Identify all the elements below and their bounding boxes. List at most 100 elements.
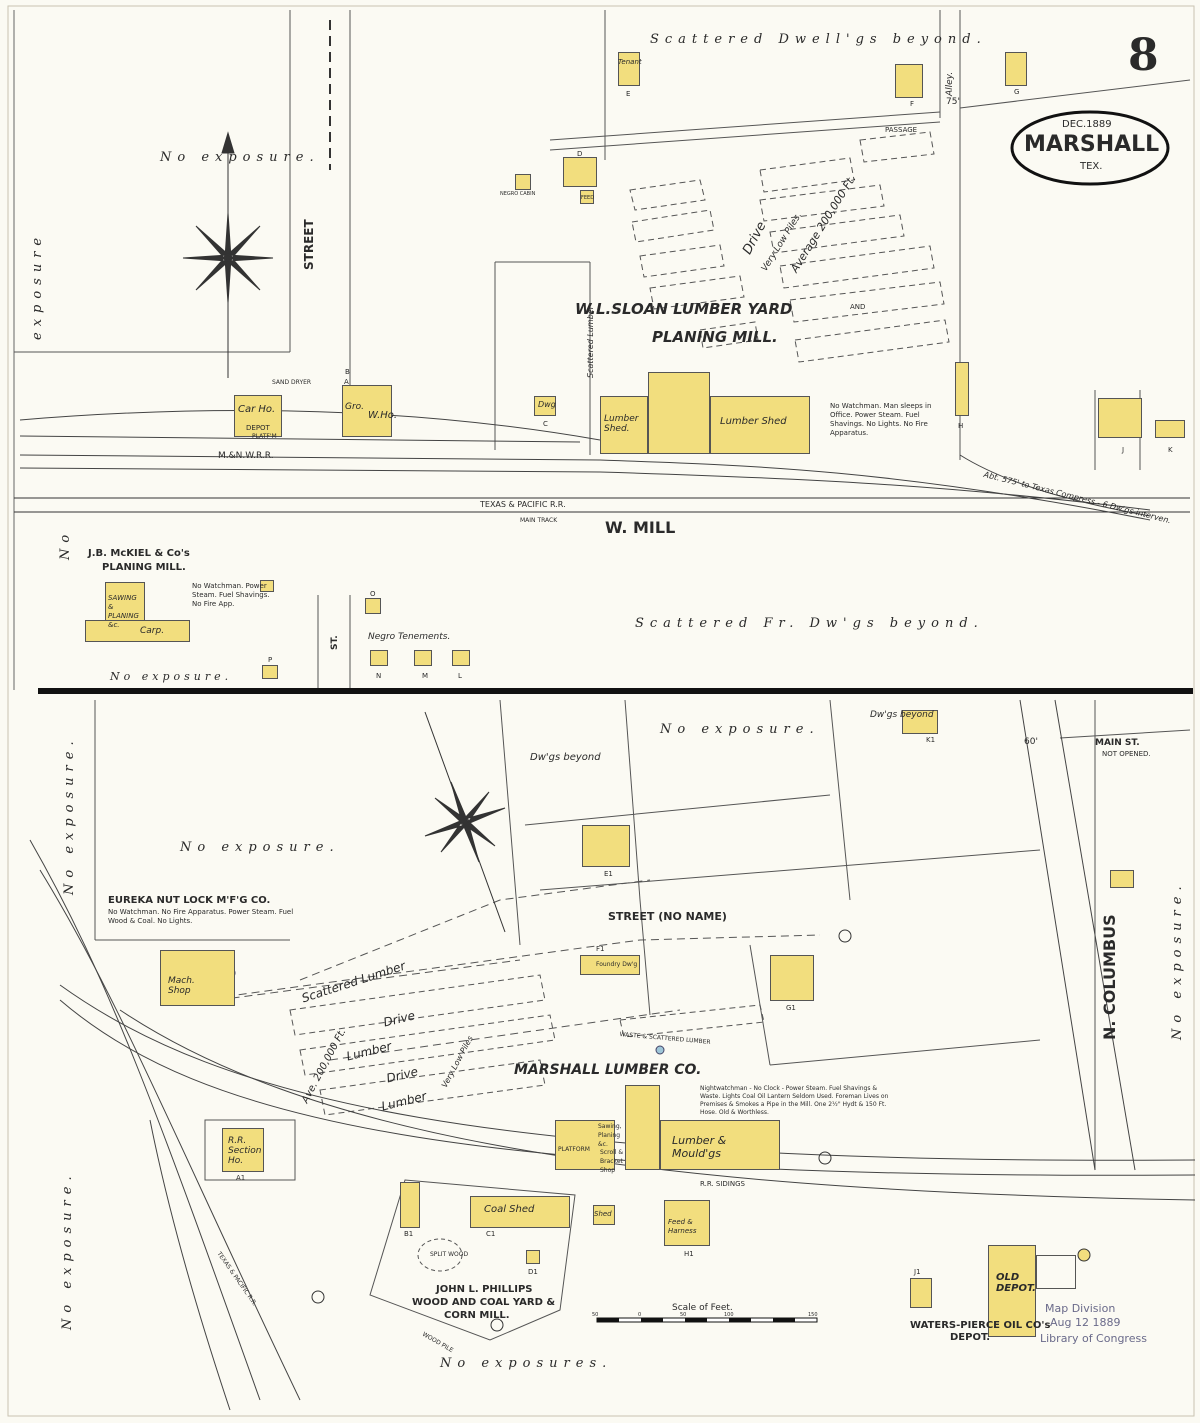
- label-sand-dryer: SAND DRYER: [272, 379, 312, 386]
- stamp-map-division: Map Division: [1045, 1302, 1116, 1315]
- scale-title: Scale of Feet.: [672, 1303, 733, 1313]
- label-sawing: SAWING & PLANING &c.: [108, 594, 139, 629]
- sheet-number: 8: [1128, 30, 1159, 81]
- label-alley: Alley.: [945, 71, 955, 96]
- carpentry-building: [85, 620, 190, 642]
- label-passage: PASSAGE: [885, 126, 918, 134]
- letter-l: L: [458, 672, 462, 680]
- cartouche-city: MARSHALL: [1024, 132, 1160, 157]
- label-not-opened: NOT OPENED.: [1102, 750, 1151, 758]
- label-no-vertical: No: [58, 528, 73, 560]
- small-building: [260, 580, 274, 592]
- scale-tick-4: 150: [808, 1312, 818, 1318]
- letter-j: J: [1122, 446, 1125, 454]
- label-width-75: 75': [946, 97, 960, 107]
- label-street-vertical: STREET: [302, 219, 316, 270]
- label-scattered-lumber: Scattered Lumber: [586, 305, 595, 378]
- negro-cabin: [515, 174, 531, 190]
- building-j1: [910, 1278, 932, 1308]
- marshall-lumber-title: MARSHALL LUMBER CO.: [514, 1062, 702, 1078]
- building-h: [955, 362, 969, 416]
- label-st: ST.: [330, 635, 340, 650]
- letter-j1: J1: [914, 1268, 921, 1276]
- label-grocery: Gro.: [345, 402, 365, 412]
- warehouse: [342, 385, 392, 437]
- waters-title: WATERS-PIERCE OIL CO's: [910, 1320, 1051, 1331]
- scale-tick-2: 50: [680, 1312, 687, 1318]
- scale-tick-0: 50: [592, 1312, 599, 1318]
- letter-c1: C1: [486, 1230, 496, 1238]
- letter-a1: A1: [236, 1174, 246, 1182]
- label-dwgs-beyond-2: Dw'gs beyond: [870, 710, 934, 720]
- label-scattered-top: Scattered Dwell'gs beyond.: [650, 32, 987, 47]
- dwelling-j: [1098, 398, 1142, 438]
- small-building-main: [1110, 870, 1134, 888]
- label-dwg-c: Dwg: [538, 400, 556, 409]
- phillips-subtitle: WOOD AND COAL YARD &: [412, 1297, 556, 1308]
- lumber-shed-left: [600, 396, 648, 454]
- corn-mill: [400, 1182, 420, 1228]
- label-negro-cabin: NEGRO CABIN: [500, 191, 536, 197]
- letter-f1: F1: [596, 945, 605, 953]
- shed: [593, 1205, 615, 1225]
- waters-subtitle: DEPOT.: [950, 1332, 991, 1343]
- label-width-60: 60': [1024, 737, 1038, 747]
- label-no-exposure-right: No exposure.: [1170, 880, 1185, 1040]
- label-scattered-fr: Scattered Fr. Dw'gs beyond.: [635, 616, 984, 631]
- label-carpentry: Carp.: [140, 626, 165, 636]
- label-car-house: Car Ho.: [238, 404, 276, 415]
- mckiel-subtitle: PLANING MILL.: [102, 562, 186, 573]
- rr-section-house: [222, 1128, 264, 1172]
- sloan-notes: No Watchman. Man sleeps in Office. Power…: [830, 402, 932, 437]
- tenement-m: [414, 650, 432, 666]
- oil-tanks: [1036, 1255, 1076, 1289]
- feed-harness-building: [664, 1200, 710, 1246]
- coal-shed: [470, 1196, 570, 1228]
- street-w-mill: W. MILL: [605, 518, 676, 537]
- stamp-date: Aug 12 1889: [1050, 1316, 1121, 1329]
- foundry-dwelling: [580, 955, 640, 975]
- label-mnw-rr: M.&N.W.R.R.: [218, 451, 274, 461]
- stamp-library: Library of Congress: [1040, 1332, 1147, 1345]
- label-tenant: Tenant: [618, 58, 642, 66]
- street-n-columbus: N. COLUMBUS: [1100, 914, 1119, 1040]
- letter-k1: K1: [926, 736, 936, 744]
- label-no-exposure-2: No exposure.: [110, 670, 233, 683]
- letter-p: P: [268, 656, 273, 664]
- lumber-yard-title: W.L.SLOAN LUMBER YARD: [575, 300, 793, 318]
- label-rr-section: R.R. Section Ho.: [228, 1136, 262, 1166]
- old-depot: [988, 1245, 1036, 1337]
- label-no-exposure-left-low: No exposure.: [60, 1170, 75, 1330]
- lumber-shed-right: [710, 396, 810, 454]
- tenement-l: [452, 650, 470, 666]
- label-tp-rr-upper: TEXAS & PACIFIC R.R.: [480, 500, 566, 509]
- phillips-title: JOHN L. PHILLIPS: [436, 1284, 533, 1295]
- building-p: [262, 665, 278, 679]
- label-feed: FEED: [581, 195, 595, 201]
- feed-building: [580, 190, 594, 204]
- label-negro-tenements: Negro Tenements.: [368, 632, 451, 642]
- building-d: [563, 157, 597, 187]
- label-dwgs-beyond: Dw'gs beyond: [530, 752, 601, 763]
- lumber-mouldings-shed: [660, 1120, 780, 1170]
- planing-mill-building: [648, 372, 710, 454]
- label-split-wood: SPLIT WOOD: [430, 1251, 469, 1258]
- label-street-no-name: STREET (NO NAME): [608, 910, 727, 923]
- letter-f: F: [910, 100, 915, 108]
- letter-h1: H1: [684, 1250, 694, 1258]
- letter-h: H: [958, 422, 964, 430]
- tenant-building: [618, 52, 640, 86]
- letter-e1: E1: [604, 870, 613, 878]
- eureka-title: EUREKA NUT LOCK M'F'G CO.: [108, 895, 271, 906]
- label-platform-lower: PLATFORM: [558, 1146, 590, 1153]
- label-foundry: Foundry Dw'g: [596, 961, 638, 968]
- label-lumber-mouldings: Lumber & Mould'gs: [672, 1134, 727, 1160]
- cartouche-state: TEX.: [1080, 161, 1103, 172]
- letter-m: M: [422, 672, 429, 680]
- building-d1: [526, 1250, 540, 1264]
- label-no-exposure-mid: No exposure.: [180, 840, 340, 855]
- letter-g1: G1: [786, 1004, 796, 1012]
- dwelling-f: [895, 64, 923, 98]
